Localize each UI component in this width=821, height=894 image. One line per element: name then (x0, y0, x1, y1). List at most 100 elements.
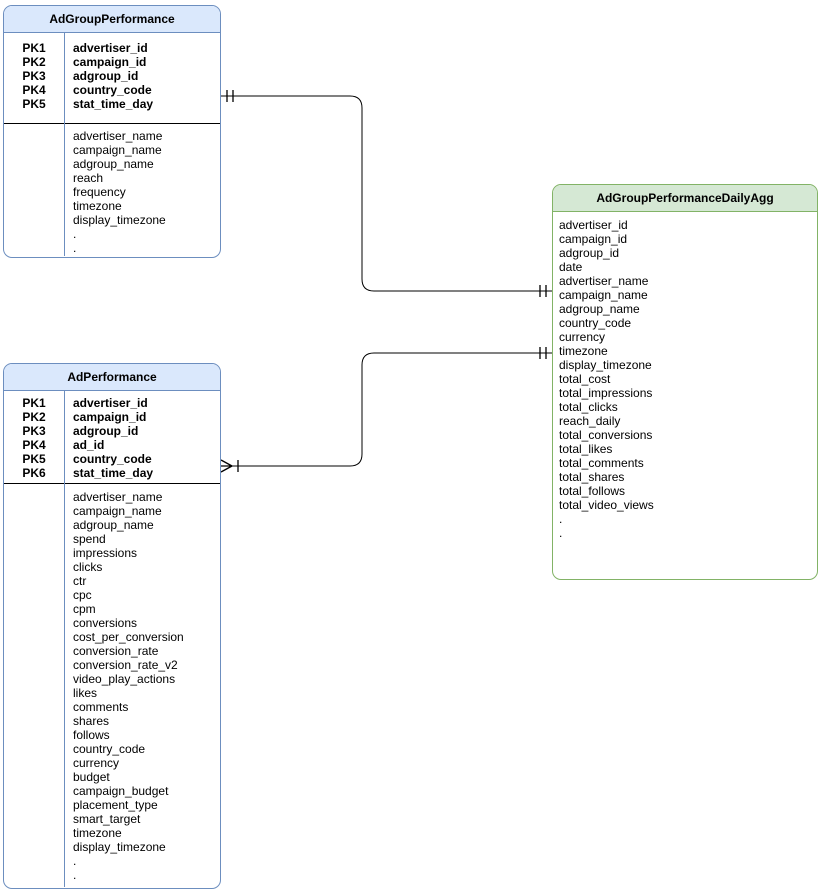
field-row: total_clicks (558, 400, 817, 414)
fields-section: advertiser_id campaign_id adgroup_id dat… (553, 212, 817, 540)
field-name: placement_type (73, 798, 158, 812)
field-name: campaign_name (73, 504, 162, 518)
field-row: campaign_id (558, 232, 817, 246)
entity-title: AdGroupPerformance (4, 6, 220, 33)
field-name: total_video_views (559, 498, 654, 512)
pk-label: PK4 (22, 438, 46, 452)
field-name: conversions (73, 616, 138, 630)
field-row: total_shares (558, 470, 817, 484)
field-name: advertiser_name (73, 490, 163, 504)
field-name: cpc (73, 588, 92, 602)
field-row: . (558, 512, 817, 526)
field-row: . (4, 854, 220, 868)
field-row: cpm (4, 602, 220, 616)
field-name: adgroup_id (559, 246, 620, 260)
field-name: advertiser_id (559, 218, 628, 232)
field-row: cpc (4, 588, 220, 602)
field-row: country_code (558, 316, 817, 330)
field-name: likes (73, 686, 98, 700)
pk-label: PK5 (22, 97, 46, 111)
field-name: total_clicks (559, 400, 618, 414)
cardinality-one-and-only-one-icon (226, 90, 234, 102)
field-name: reach_daily (559, 414, 621, 428)
field-name: budget (73, 770, 110, 784)
field-name: . (73, 227, 77, 241)
field-row: cost_per_conversion (4, 630, 220, 644)
field-row: timezone (4, 826, 220, 840)
field-name: country_code (73, 742, 146, 756)
field-name: total_likes (559, 442, 613, 456)
pk-field-name: campaign_id (73, 55, 147, 69)
cardinality-one-or-many-icon (220, 459, 239, 473)
field-row: total_comments (558, 456, 817, 470)
field-row: impressions (4, 546, 220, 560)
field-name: adgroup_name (73, 157, 154, 171)
field-row: . (4, 227, 220, 241)
field-name: follows (73, 728, 110, 742)
pk-row: PK3 adgroup_id (4, 424, 220, 438)
field-row: advertiser_name (4, 490, 220, 504)
field-name: date (559, 260, 583, 274)
pk-row: PK4 country_code (4, 83, 220, 97)
field-row: shares (4, 714, 220, 728)
entity-adperformance[interactable]: AdPerformance PK1 advertiser_id PK2 camp… (3, 363, 221, 889)
field-name: timezone (73, 199, 122, 213)
field-row: reach_daily (558, 414, 817, 428)
field-name: shares (73, 714, 110, 728)
field-row: frequency (4, 185, 220, 199)
field-row: display_timezone (558, 358, 817, 372)
field-name: . (73, 241, 77, 255)
field-name: . (559, 512, 563, 526)
field-name: comments (73, 700, 129, 714)
pk-label: PK6 (22, 466, 46, 480)
entity-adgroupperformance[interactable]: AdGroupPerformance PK1 advertiser_id PK2… (3, 5, 221, 258)
field-name: total_comments (559, 456, 644, 470)
field-name: timezone (73, 826, 122, 840)
field-name: display_timezone (73, 213, 166, 227)
pk-label: PK3 (22, 69, 46, 83)
field-row: campaign_name (4, 143, 220, 157)
entity-adgroupperformancedailyagg[interactable]: AdGroupPerformanceDailyAgg advertiser_id… (552, 184, 818, 580)
field-row: currency (4, 756, 220, 770)
field-name: campaign_id (559, 232, 628, 246)
pk-label: PK2 (22, 55, 46, 69)
pk-label: PK1 (22, 396, 46, 410)
field-name: spend (73, 532, 106, 546)
field-name: cost_per_conversion (73, 630, 184, 644)
connector-adperformance-to-dailyagg[interactable] (232, 352, 552, 467)
field-row: adgroup_name (4, 518, 220, 532)
field-row: date (558, 260, 817, 274)
pk-row: PK2 campaign_id (4, 55, 220, 69)
field-name: campaign_name (73, 143, 162, 157)
entity-title: AdPerformance (4, 364, 220, 391)
field-name: total_impressions (559, 386, 653, 400)
pk-field-name: campaign_id (73, 410, 147, 424)
field-row: currency (558, 330, 817, 344)
field-name: currency (559, 330, 606, 344)
cardinality-one-and-only-one-icon (539, 285, 547, 297)
field-name: currency (73, 756, 120, 770)
field-row: smart_target (4, 812, 220, 826)
pk-field-name: adgroup_id (73, 424, 139, 438)
pk-row: PK3 adgroup_id (4, 69, 220, 83)
field-row: total_impressions (558, 386, 817, 400)
field-row: total_video_views (558, 498, 817, 512)
field-name: advertiser_name (73, 129, 163, 143)
primary-key-section: PK1 advertiser_id PK2 campaign_id PK3 ad… (4, 33, 220, 124)
field-name: . (73, 854, 77, 868)
connector-adgroupperformance-to-dailyagg[interactable] (221, 95, 552, 292)
fields-section: advertiser_name campaign_name adgroup_na… (4, 484, 220, 882)
primary-key-section: PK1 advertiser_id PK2 campaign_id PK3 ad… (4, 391, 220, 484)
field-row: advertiser_id (558, 218, 817, 232)
field-row: total_follows (558, 484, 817, 498)
field-name: adgroup_name (559, 302, 640, 316)
pk-label: PK5 (22, 452, 46, 466)
field-row: timezone (558, 344, 817, 358)
pk-column-divider (64, 33, 65, 256)
field-name: campaign_budget (73, 784, 169, 798)
field-row: advertiser_name (4, 129, 220, 143)
pk-field-name: country_code (73, 452, 152, 466)
field-name: . (559, 526, 563, 540)
field-row: display_timezone (4, 840, 220, 854)
